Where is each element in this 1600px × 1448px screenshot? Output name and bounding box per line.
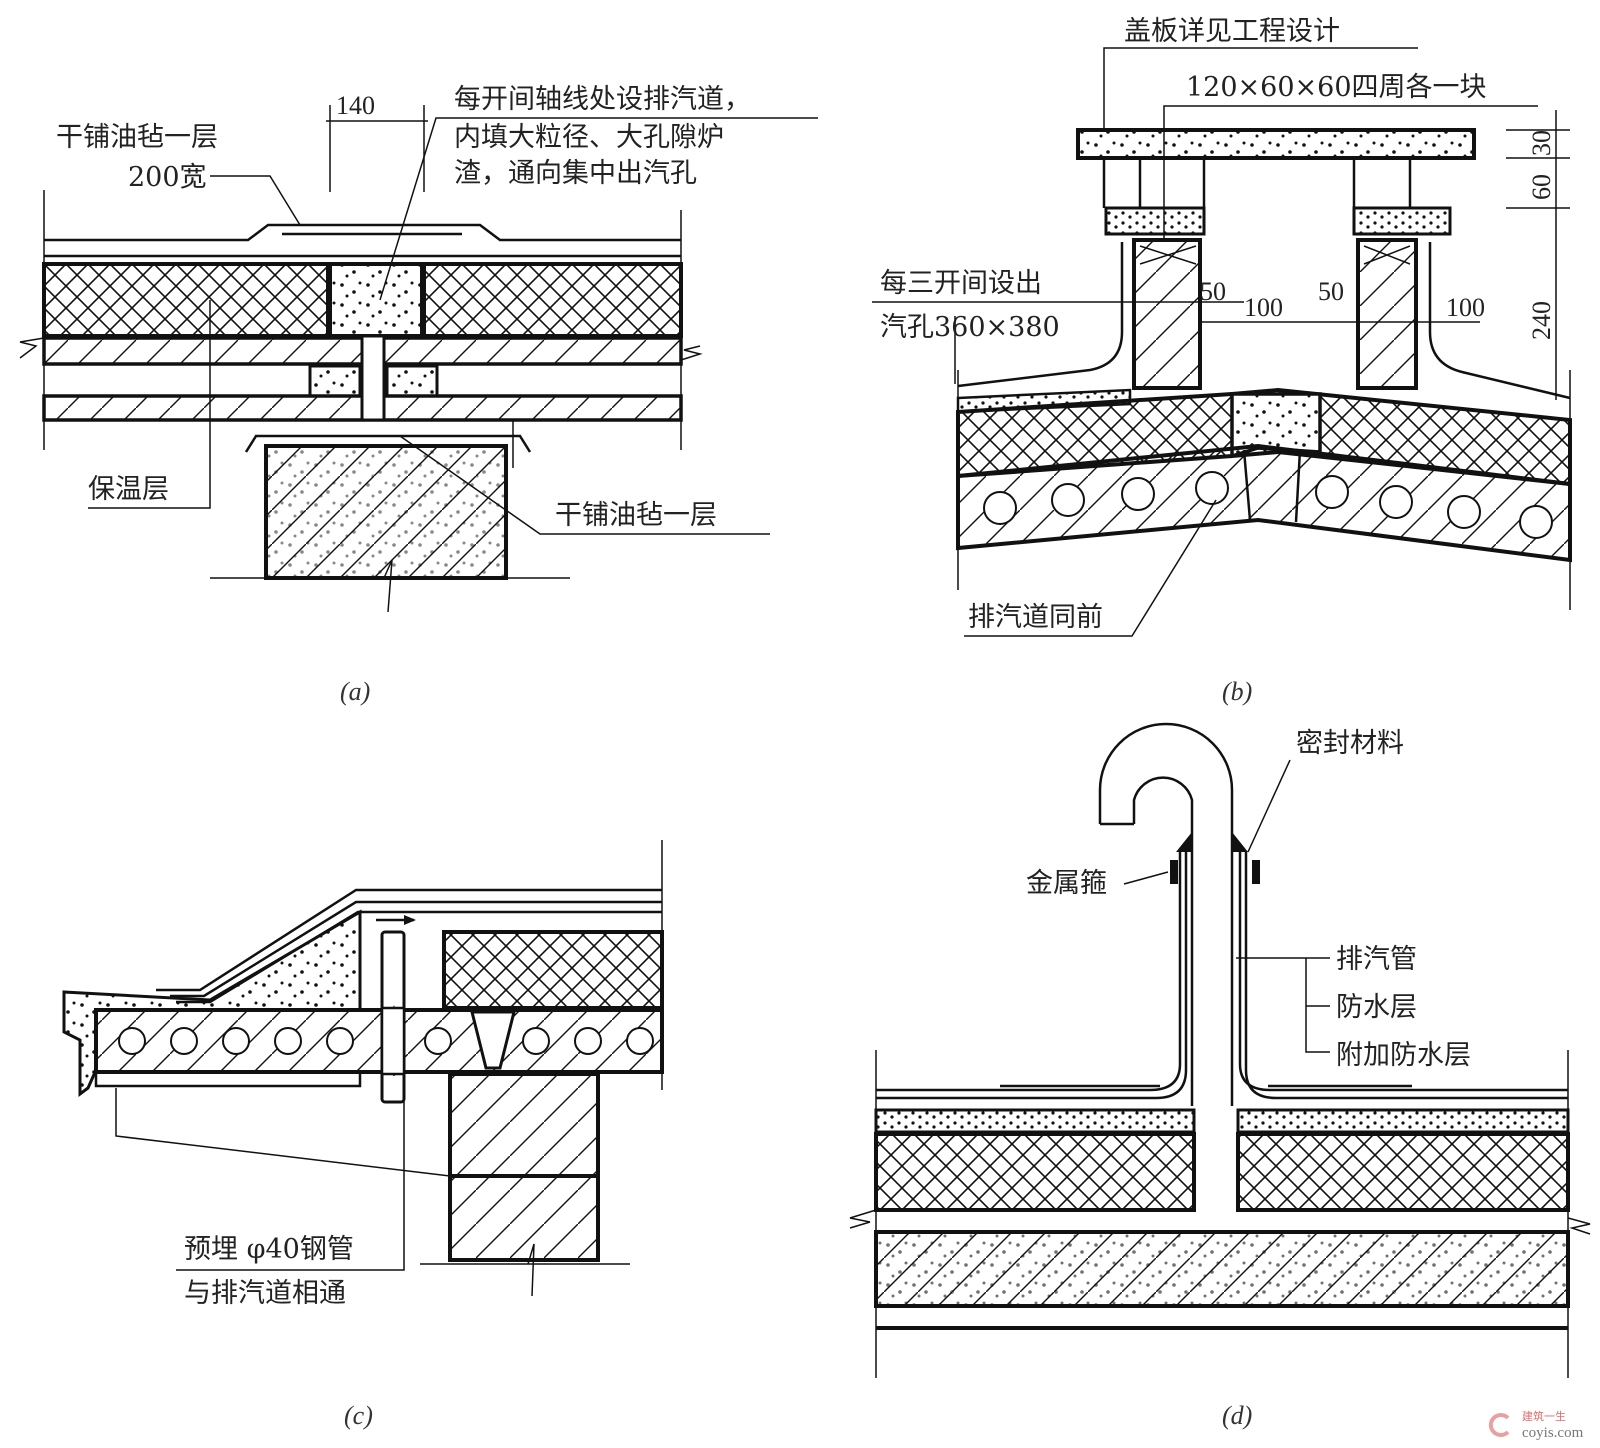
label-felt-width: 200宽	[128, 162, 207, 193]
vent-wall-right	[1356, 238, 1418, 390]
slab-cores	[118, 1027, 654, 1055]
label-outlet-note-line2: 汽孔360×380	[880, 312, 1060, 343]
label-extra-waterproof: 附加防水层	[1336, 1040, 1471, 1071]
dimension-140: 140	[336, 91, 375, 120]
label-felt-top: 干铺油毡一层	[56, 122, 218, 153]
label-felt-bottom: 干铺油毡一层	[555, 500, 717, 531]
dimension-100-left: 100	[1244, 293, 1283, 322]
caption-d: (d)	[1222, 1401, 1252, 1430]
insulation-layer-left	[42, 262, 330, 338]
label-vent-same: 排汽道同前	[968, 602, 1103, 633]
watermark-en: coyis.com	[1522, 1425, 1584, 1441]
support-block-right	[1352, 206, 1452, 236]
dimension-100-right: 100	[1446, 293, 1485, 322]
label-vent-note-line3: 渣，通向集中出汽孔	[454, 158, 697, 189]
label-outlet-note-line1: 每三开间设出	[880, 268, 1042, 299]
metal-hoop-right	[1252, 860, 1260, 884]
dimension-240: 240	[1527, 301, 1556, 340]
insulation-layer	[442, 930, 664, 1010]
label-metal-hoop: 金属箍	[1026, 868, 1107, 899]
watermark-cn: 建筑一生	[1522, 1409, 1566, 1423]
caption-c: (c)	[344, 1401, 373, 1430]
watermark-logo-icon	[1488, 1413, 1510, 1437]
panel-a: 140 干铺油毡一层 200宽 每开间轴线处设排汽道， 内填大粒径、大孔隙炉 渣…	[19, 84, 818, 706]
label-waterproof: 防水层	[1336, 992, 1417, 1023]
watermark: 建筑一生 coyis.com	[1488, 1409, 1584, 1441]
support-block-left	[1104, 206, 1206, 236]
wall-lower	[448, 1174, 600, 1262]
label-sealant: 密封材料	[1296, 728, 1404, 759]
dimension-30: 30	[1527, 130, 1556, 156]
dimension-50-left: 50	[1200, 277, 1226, 306]
panel-c: 预埋 φ40钢管 与排汽道相通 (c)	[62, 840, 664, 1430]
vent-pipe-inner	[1132, 776, 1194, 1106]
dimension-50-right: 50	[1318, 277, 1344, 306]
label-insulation: 保温层	[88, 474, 169, 505]
label-pipe-note-line2: 与排汽道相通	[184, 1278, 346, 1309]
metal-hoop-left	[1170, 860, 1178, 884]
vent-pipe-outer	[1098, 722, 1234, 1106]
label-block-note: 120×60×60四周各一块	[1186, 72, 1487, 103]
label-pipe-note-line1: 预埋 φ40钢管	[184, 1234, 354, 1265]
caption-b: (b)	[1222, 677, 1252, 706]
label-vent-note-line1: 每开间轴线处设排汽道，	[454, 84, 751, 115]
insulation-layer-right	[422, 262, 683, 338]
dimension-60: 60	[1527, 174, 1556, 200]
insulation-right	[1236, 1132, 1570, 1212]
label-vent-pipe: 排汽管	[1336, 944, 1417, 975]
cover-slab	[1076, 128, 1476, 160]
label-vent-note-line2: 内填大粒径、大孔隙炉	[454, 122, 724, 153]
label-cover-note: 盖板详见工程设计	[1124, 16, 1340, 47]
insulation-left	[874, 1132, 1196, 1212]
caption-a: (a)	[340, 677, 370, 706]
panel-d: 密封材料 金属箍 排汽管 防水层 附加防水层 (d)	[849, 722, 1591, 1430]
panel-b: 盖板详见工程设计 120×60×60四周各一块 每三开间设出 汽孔360×380…	[872, 16, 1572, 706]
vent-wall-left	[1132, 238, 1202, 390]
vent-channel-fill	[328, 262, 424, 338]
wall-upper	[448, 1072, 600, 1178]
slab-cores	[983, 471, 1553, 539]
